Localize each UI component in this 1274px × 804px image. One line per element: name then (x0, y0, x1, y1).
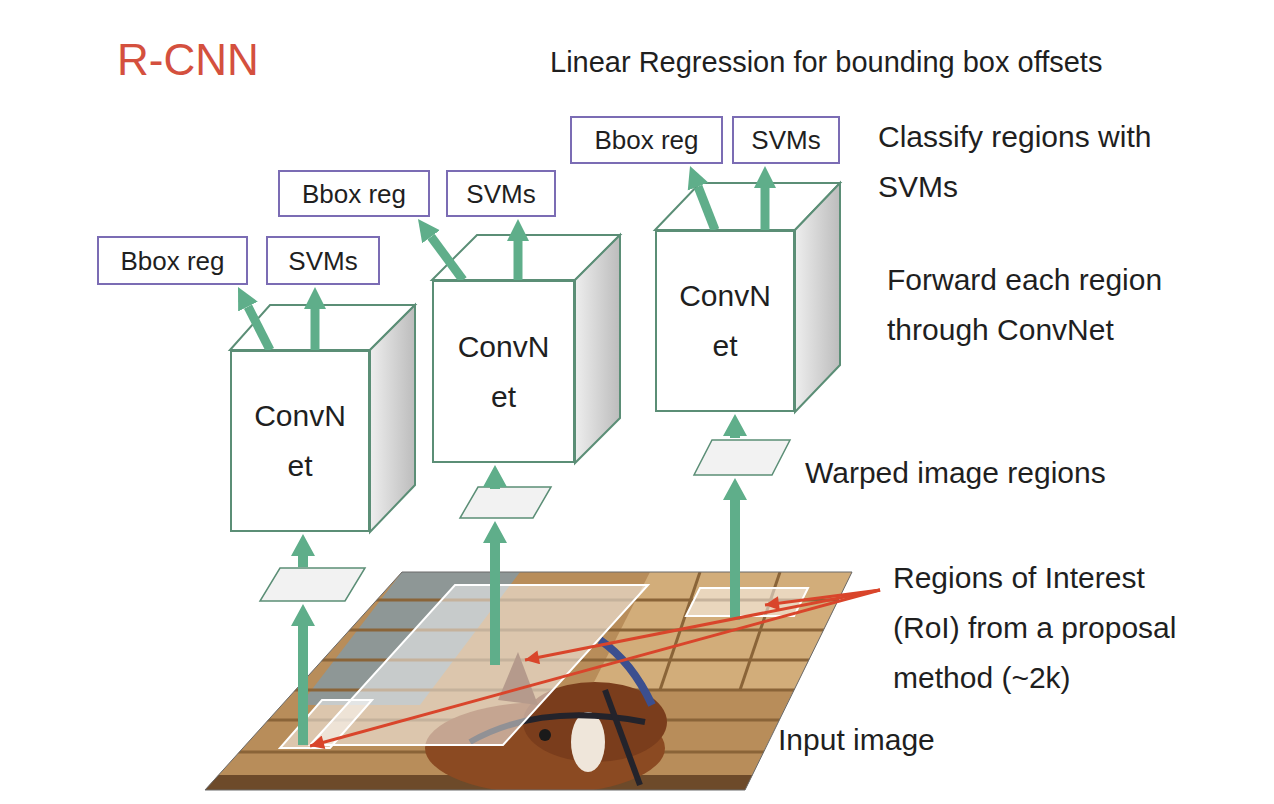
diagram-title: R-CNN (117, 34, 259, 86)
horse-blaze (571, 712, 605, 772)
input-photo (200, 568, 860, 795)
box-label: Bbox reg (120, 245, 224, 277)
convnet-block: ConvN et (655, 230, 795, 412)
green-arrow (723, 478, 747, 620)
horse-eye (539, 729, 551, 741)
output-box: Bbox reg (97, 236, 248, 285)
roi-region (310, 585, 648, 745)
image-outline (205, 572, 852, 790)
green-arrow (291, 534, 315, 567)
green-arrow (723, 414, 747, 438)
cube-side-face (575, 235, 620, 463)
green-arrow (514, 241, 523, 280)
box-label: SVMs (751, 124, 820, 156)
green-arrow (483, 465, 507, 489)
warped-region (694, 440, 790, 475)
warped-region (460, 487, 551, 518)
green-arrow (311, 309, 320, 350)
annotation-label: Classify regions with SVMs (878, 112, 1223, 212)
box-label: SVMs (288, 245, 357, 277)
output-box: SVMs (446, 170, 556, 217)
output-box: SVMs (732, 116, 840, 164)
annotation-label: Regions of Interest (RoI) from a proposa… (893, 553, 1218, 703)
warped-region (260, 568, 365, 601)
green-arrow (698, 186, 715, 230)
annotation-label: Input image (778, 715, 1078, 765)
green-arrow (291, 604, 315, 745)
block-label: ConvN et (250, 391, 350, 491)
wood-ground (200, 568, 860, 794)
output-box: Bbox reg (278, 170, 430, 217)
rope (600, 640, 652, 705)
cube-side-face (795, 183, 840, 412)
box-label: Bbox reg (594, 124, 698, 156)
annotation-label: Linear Regression for bounding box offse… (550, 40, 1240, 84)
block-label: ConvN et (454, 322, 554, 422)
green-arrow (483, 521, 507, 665)
leader-line (525, 590, 880, 660)
leader-lines (310, 590, 880, 746)
bridle (605, 690, 640, 785)
green-arrow (431, 237, 463, 280)
box-label: Bbox reg (302, 178, 406, 210)
green-arrow (248, 307, 270, 350)
box-label: SVMs (466, 178, 535, 210)
cube-side-face (370, 305, 415, 532)
green-arrow (761, 188, 770, 230)
block-label: ConvN et (675, 271, 775, 371)
output-box: Bbox reg (570, 116, 723, 164)
leader-line (310, 590, 880, 746)
output-box: SVMs (266, 236, 380, 285)
convnet-block: ConvN et (432, 280, 575, 463)
annotation-label: Forward each region through ConvNet (887, 255, 1222, 355)
convnet-block: ConvN et (230, 350, 370, 532)
annotation-label: Warped image regions (805, 448, 1225, 498)
